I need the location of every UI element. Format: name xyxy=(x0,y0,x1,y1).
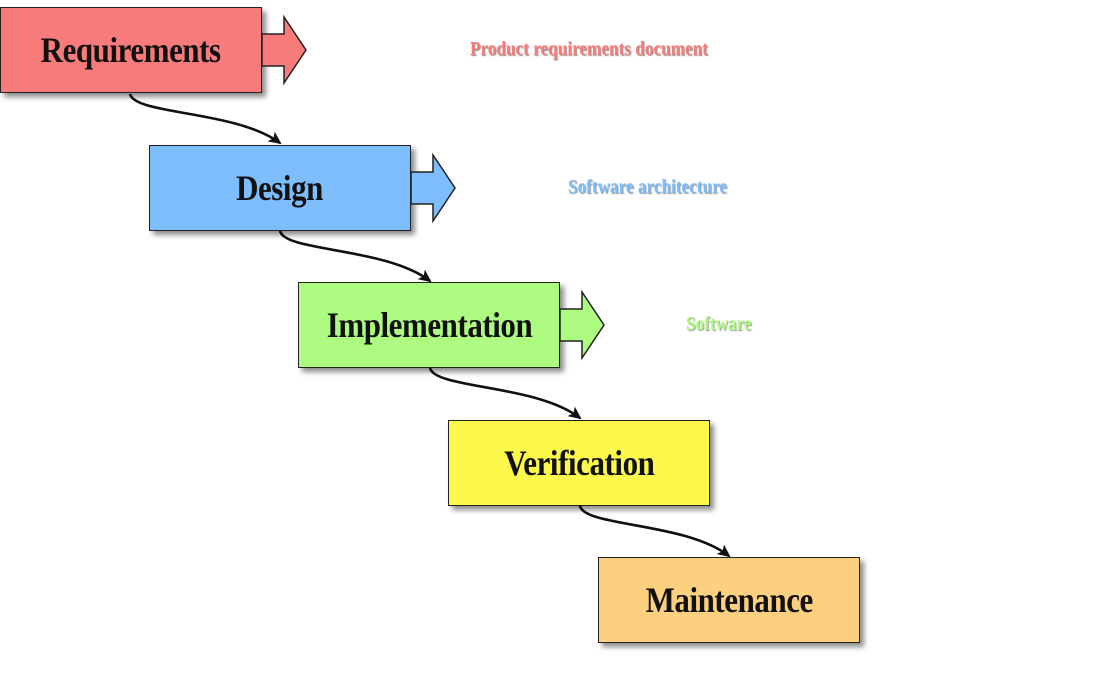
connector-design-to-implementation xyxy=(278,230,432,283)
arrow-right-icon xyxy=(559,289,606,361)
stage-label-maintenance: Maintenance xyxy=(645,580,813,620)
stage-implementation: Implementation xyxy=(298,282,560,368)
deliverable-implementation: Software xyxy=(686,313,752,335)
stage-verification: Verification xyxy=(448,420,710,506)
stage-design: Design xyxy=(149,145,411,231)
connector-verification-to-maintenance xyxy=(578,505,731,558)
stage-label-implementation: Implementation xyxy=(326,305,532,345)
stage-label-requirements: Requirements xyxy=(40,30,222,70)
connector-requirements-to-design xyxy=(128,93,282,145)
stage-label-design: Design xyxy=(236,168,324,208)
arrow-right-icon xyxy=(410,152,457,224)
arrow-right-icon xyxy=(261,14,308,86)
deliverable-design: Software architecture xyxy=(568,176,728,198)
stage-label-verification: Verification xyxy=(503,443,655,483)
stage-requirements: Requirements xyxy=(0,7,262,93)
deliverable-requirements: Product requirements document xyxy=(470,38,708,60)
stage-maintenance: Maintenance xyxy=(598,557,860,643)
connector-implementation-to-verification xyxy=(428,367,582,420)
